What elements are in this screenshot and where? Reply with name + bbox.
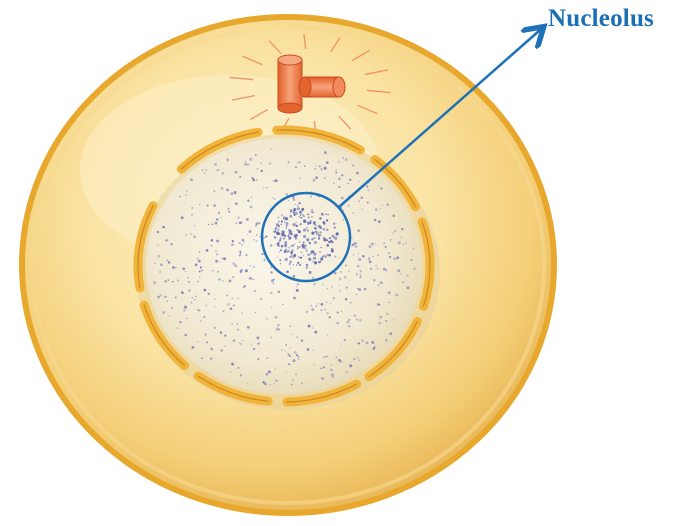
nucleus: [136, 130, 440, 410]
nucleoplasm: [146, 138, 422, 394]
centriole-vertical: [278, 55, 302, 113]
nucleolus-label: Nucleolus: [548, 5, 654, 33]
centriole-horizontal: [299, 77, 345, 97]
